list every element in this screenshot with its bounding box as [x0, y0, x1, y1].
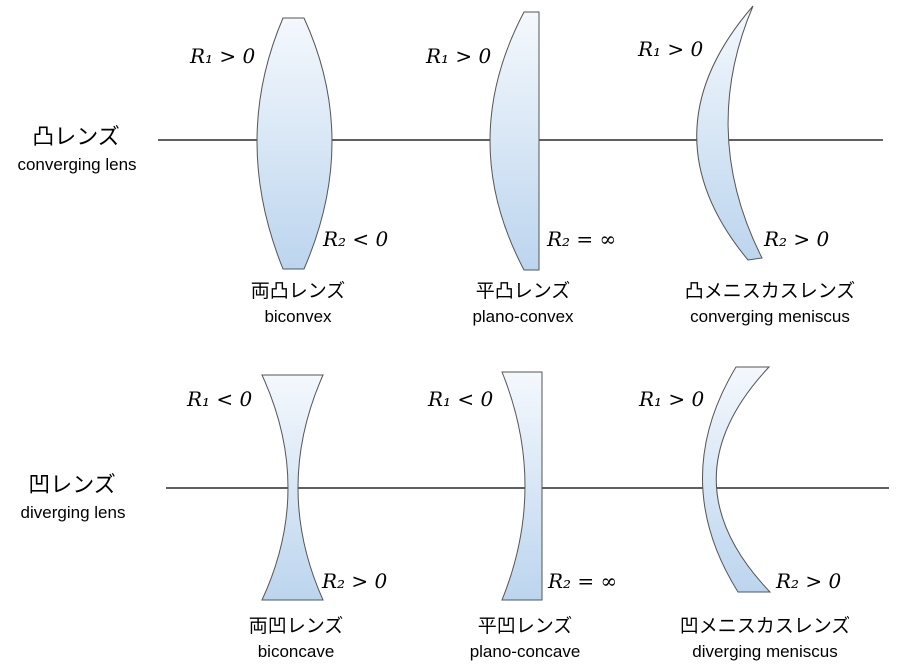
converging-group-en: converging lens [17, 155, 136, 174]
lens-name-jp: 平凸レンズ [476, 280, 571, 302]
r1-label: R₁ < 0 [186, 387, 253, 411]
lens-name-en: diverging meniscus [692, 642, 838, 661]
lens-name-en: biconvex [264, 307, 332, 326]
r2-label: R₂ = ∞ [547, 569, 617, 593]
r1-label: R₁ > 0 [425, 44, 492, 68]
r2-label: R₂ = ∞ [546, 227, 616, 251]
plano-concave-lens [501, 371, 543, 601]
r2-label: R₂ > 0 [775, 569, 842, 593]
lens-name-en: plano-convex [472, 307, 574, 326]
r2-label: R₂ > 0 [321, 569, 388, 593]
biconcave-lens [261, 374, 324, 601]
biconvex-lens [256, 17, 333, 270]
r1-label: R₁ < 0 [427, 387, 494, 411]
r1-label: R₁ > 0 [637, 37, 704, 61]
diverging-meniscus-lens [702, 366, 772, 593]
lens-name-jp: 凹メニスカスレンズ [680, 615, 851, 637]
diverging-group-en: diverging lens [21, 503, 126, 522]
lens-name-jp: 凸メニスカスレンズ [685, 280, 856, 302]
converging-group-jp: 凸レンズ [32, 125, 120, 150]
r1-label: R₁ > 0 [189, 44, 256, 68]
lens-name-jp: 両凸レンズ [251, 280, 346, 302]
lens-name-jp: 平凹レンズ [478, 615, 573, 637]
converging-meniscus-lens [696, 5, 763, 261]
plano-convex-lens [489, 11, 540, 271]
r2-label: R₂ < 0 [322, 227, 389, 251]
lens-name-en: converging meniscus [690, 307, 850, 326]
r2-label: R₂ > 0 [763, 227, 830, 251]
r1-label: R₁ > 0 [638, 387, 705, 411]
diverging-group-jp: 凹レンズ [28, 473, 116, 498]
lens-name-en: plano-concave [470, 642, 581, 661]
lens-name-en: biconcave [258, 642, 335, 661]
lens-name-jp: 両凹レンズ [249, 615, 344, 637]
